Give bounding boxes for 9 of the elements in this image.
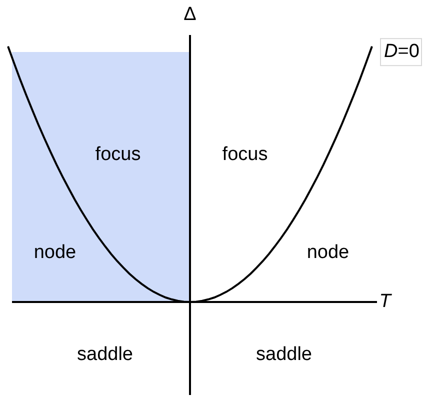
- axis-label: T: [379, 291, 391, 313]
- curve-label: D=0: [380, 38, 422, 66]
- axis-label: Δ: [184, 4, 196, 26]
- region-label: saddle: [77, 344, 133, 366]
- region-label: node: [34, 242, 76, 264]
- region-label: saddle: [256, 344, 312, 366]
- region-label: focus: [222, 144, 268, 166]
- region-label: focus: [95, 144, 141, 166]
- region-label: node: [306, 242, 350, 264]
